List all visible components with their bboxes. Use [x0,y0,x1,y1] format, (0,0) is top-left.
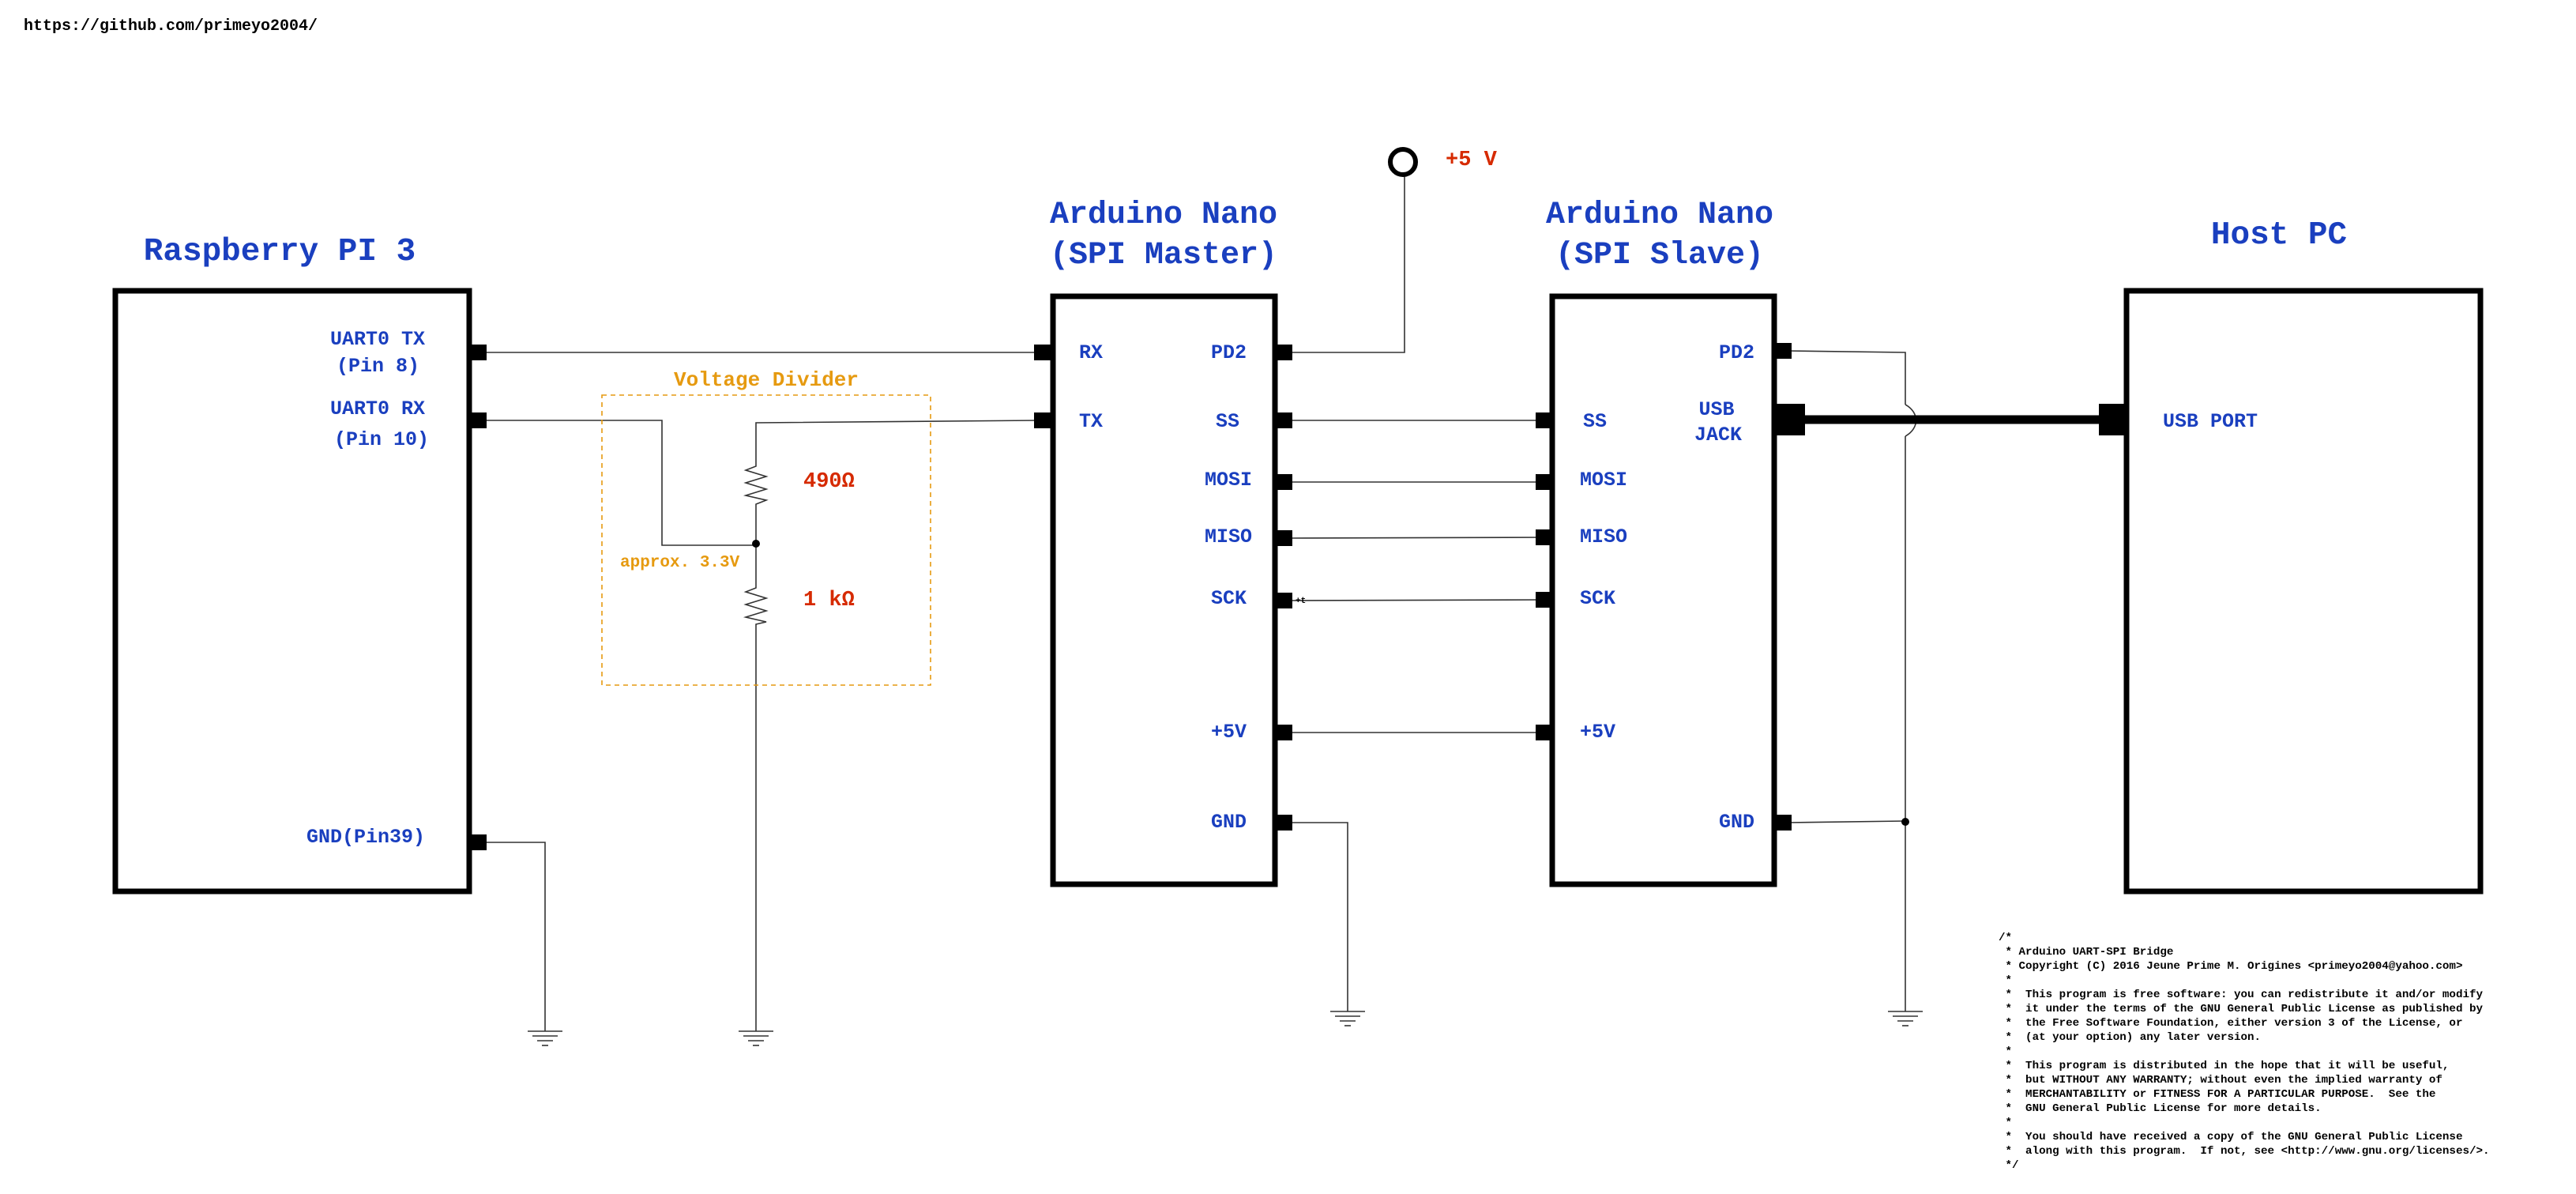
wire-uart-rx [479,420,756,546]
voltage-divider-title: Voltage Divider [674,368,859,392]
master-pin-sck [1277,593,1292,608]
ground-icon-divider [739,1030,773,1046]
arduino-master-block: Arduino Nano (SPI Master) RX TX PD2 SS M… [1034,198,1292,887]
pin-uart0-tx-label: UART0 TX [330,328,425,351]
slave-pin-sck-label: SCK [1580,587,1615,610]
slave-pin-pd2-label: PD2 [1719,341,1754,364]
pin-uart0-tx [471,345,487,360]
arduino-slave-block: Arduino Nano (SPI Slave) SS MOSI MISO SC… [1536,198,1805,887]
junction-divider [752,540,760,548]
pin-gnd [471,834,487,850]
license-comment: /* * Arduino UART-SPI Bridge * Copyright… [1999,932,2490,1172]
raspberry-pi-title: Raspberry PI 3 [144,234,416,270]
pin-uart0-rx-number: (Pin 10) [334,428,429,451]
master-pin-rx-label: RX [1079,341,1103,364]
resistor-1k-icon [743,582,769,626]
slave-usb-jack [1775,404,1805,435]
master-pin-tx [1034,412,1051,428]
wire-slave-gnd [1786,820,1906,823]
host-usb-port [2099,404,2129,435]
junction-gnd [1901,818,1909,826]
master-pin-ss-label: SS [1216,410,1239,433]
slave-pin-miso-label: MISO [1580,525,1627,548]
host-usb-port-label: USB PORT [2163,410,2258,433]
resistor-r1-label: 490Ω [803,470,855,494]
power-source-icon [1388,147,1418,177]
master-pin-tx-label: TX [1079,410,1103,433]
slave-pin-sck [1536,592,1551,608]
wire-slave-pd2 [1786,350,1906,405]
master-pin-rx [1034,345,1051,360]
master-pin-5v-label: +5V [1211,721,1247,744]
sck-marker: +t [1296,597,1306,606]
slave-pin-gnd [1776,815,1792,831]
slave-pin-miso [1536,529,1551,545]
master-pin-pd2 [1277,345,1292,360]
pin-gnd-label: GND(Pin39) [306,826,425,849]
master-pin-gnd-label: GND [1211,811,1247,834]
arduino-slave-title-line1: Arduino Nano [1546,198,1773,233]
slave-pin-gnd-label: GND [1719,811,1754,834]
source-url: https://github.com/primeyo2004/ [24,17,318,36]
wire-sck [1288,599,1547,601]
host-pc-box [2123,288,2484,895]
voltage-divider-box [601,394,931,686]
arduino-master-title-line1: Arduino Nano [1050,198,1277,233]
wire-master-tx [755,420,1040,460]
wire-master-gnd [1289,822,1348,1011]
ground-icon-slave [1888,1011,1923,1026]
master-pin-5v [1277,725,1292,740]
master-pin-ss [1277,412,1292,428]
slave-pin-ss-label: SS [1583,410,1607,433]
pin-uart0-rx [471,412,487,428]
arduino-master-box [1050,293,1278,887]
master-pin-mosi [1277,474,1292,490]
slave-usb-jack-label-line2: JACK [1694,424,1742,446]
master-pin-miso [1277,530,1292,546]
host-pc-block: Host PC USB PORT [2099,217,2484,895]
wire-miso [1288,537,1547,539]
resistor-r2-label: 1 kΩ [803,589,855,612]
slave-usb-jack-label-line1: USB [1698,398,1734,421]
resistor-490-icon [743,460,769,506]
slave-pin-5v [1536,725,1551,740]
power-label: +5 V [1446,149,1498,172]
voltage-divider-note: approx. 3.3V [620,554,740,572]
raspberry-pi-box [112,288,472,895]
pin-uart0-tx-number: (Pin 8) [337,355,419,378]
master-pin-pd2-label: PD2 [1211,341,1247,364]
master-pin-sck-label: SCK [1211,587,1247,610]
master-pin-miso-label: MISO [1205,525,1252,548]
wire-rpi-gnd [479,842,546,1031]
master-pin-gnd [1277,815,1292,831]
master-pin-mosi-label: MOSI [1205,469,1252,492]
pin-uart0-rx-label: UART0 RX [330,397,425,420]
arduino-slave-box [1549,293,1777,887]
arduino-master-title-line2: (SPI Master) [1050,238,1277,273]
ground-icon-master [1330,1011,1365,1026]
host-pc-title: Host PC [2211,217,2347,254]
wire-pd2-power [1289,174,1405,353]
slave-pin-ss [1536,412,1551,428]
raspberry-pi-block: Raspberry PI 3 UART0 TX (Pin 8) UART0 RX… [112,234,487,895]
slave-pin-pd2 [1776,343,1792,359]
slave-pin-mosi [1536,474,1551,490]
ground-icon-rpi [528,1030,562,1046]
slave-pin-5v-label: +5V [1580,721,1615,744]
slave-pin-mosi-label: MOSI [1580,469,1627,492]
arduino-slave-title-line2: (SPI Slave) [1555,238,1764,273]
wires [479,174,2111,1031]
